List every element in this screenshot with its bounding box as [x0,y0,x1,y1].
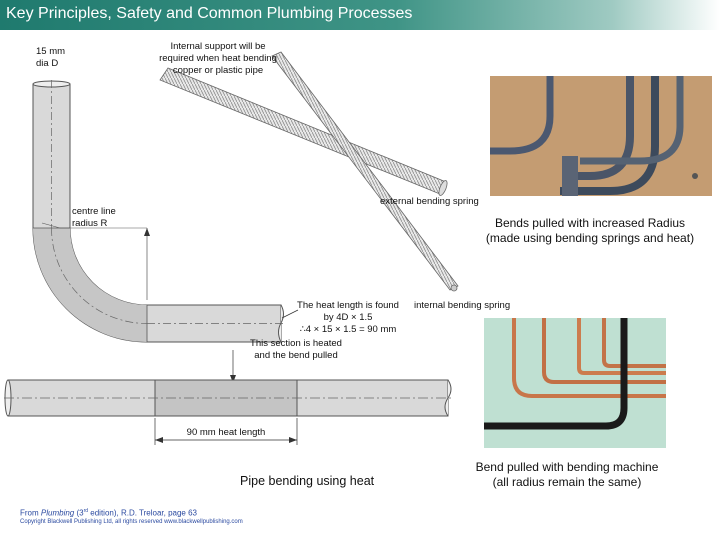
internal-support-label-2: required when heat bending [159,53,277,64]
bottom-photo-caption-2: (all radius remain the same) [492,475,642,489]
straight-pipe [4,379,452,417]
external-spring-label: external bending spring [380,196,479,207]
pipe-dia-label-1: 15 mm [36,46,66,57]
heated-section-label-1: This section is heated [250,338,342,349]
bottom-photo-caption-1: Bend pulled with bending machine [475,460,659,474]
top-photo-caption-1: Bends pulled with increased Radius [494,216,686,230]
centre-line-label-2: radius R [72,218,108,229]
internal-support-label-3: copper or plastic pipe [172,65,264,76]
copyright-notice: Copyright Blackwell Publishing Ltd, all … [20,519,243,525]
diagram-caption: Pipe bending using heat [240,474,375,488]
title-bar: Key Principles, Safety and Common Plumbi… [0,0,720,30]
heated-section [154,379,298,417]
bend-heated-zone [33,228,147,342]
top-photo-caption-2: (made using bending springs and heat) [485,231,695,245]
internal-spring-label: internal bending spring [414,300,511,311]
internal-bending-spring [271,51,459,292]
heat-length-label-2: by 4D × 1.5 [323,312,373,323]
pipe-dia-label-2: dia D [36,58,59,69]
photo-machine-bends [484,318,666,448]
photo-spring-bends [490,76,712,196]
source-credit: From Plumbing (3rd edition), R.D. Treloa… [20,508,197,518]
heated-section-label-2: and the bend pulled [254,350,338,361]
heat-length-dimension: 90 mm heat length [186,427,266,438]
heat-length-label-1: The heat length is found [297,300,399,311]
page-title: Key Principles, Safety and Common Plumbi… [6,5,413,22]
centre-line-label-1: centre line [72,206,116,217]
heat-length-label-3: ∴4 × 15 × 1.5 = 90 mm [299,324,397,335]
internal-support-label-1: Internal support will be [170,41,266,52]
external-bending-spring [159,67,448,196]
